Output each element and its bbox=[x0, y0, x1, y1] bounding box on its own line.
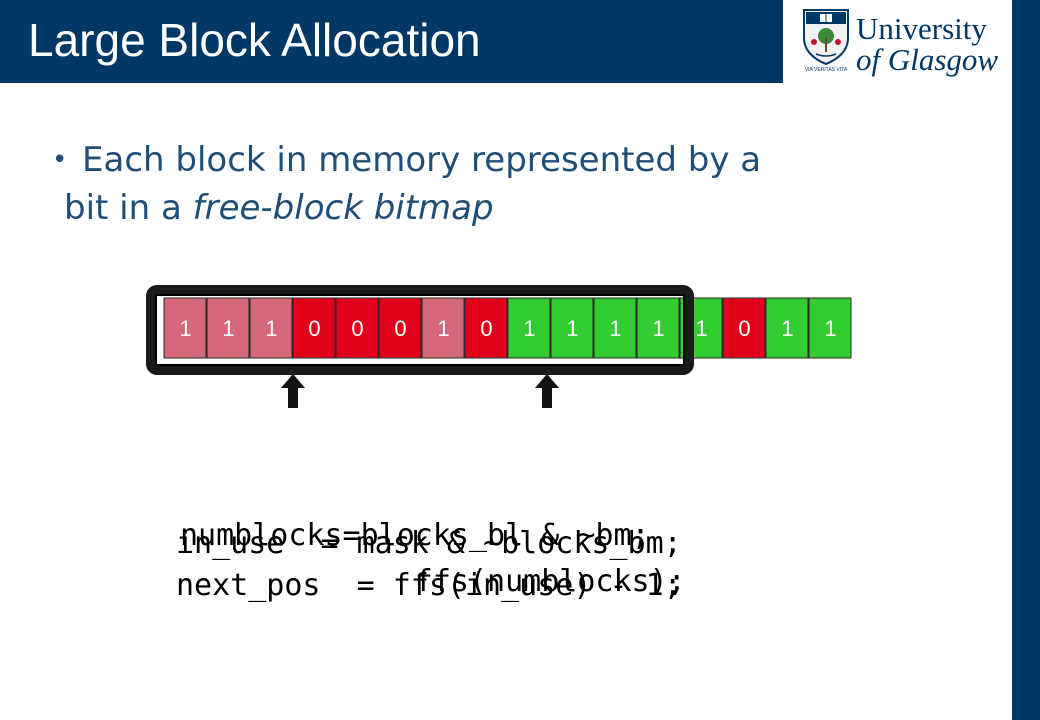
slide-title: Large Block Allocation bbox=[28, 14, 481, 66]
up-arrow-icon bbox=[281, 374, 305, 408]
bitmap-cell: 1 bbox=[808, 297, 852, 359]
mask-frame bbox=[146, 285, 694, 375]
mask-frame-inner bbox=[155, 294, 685, 366]
bullet-line2: bit in a free-block bitmap bbox=[64, 184, 494, 232]
bitmap-cell-value: 1 bbox=[824, 316, 836, 341]
code-line-in-use: in_use = mask & ~blocks_bm; bbox=[176, 526, 682, 561]
bitmap-cell-box bbox=[335, 297, 379, 359]
bitmap-cell: 1 bbox=[636, 297, 680, 359]
bitmap-cell: 1 bbox=[421, 297, 465, 359]
bitmap-cell: 1 bbox=[163, 297, 207, 359]
bitmap-cell-box bbox=[636, 297, 680, 359]
bitmap-cell-value: 0 bbox=[480, 316, 492, 341]
bitmap-cell: 0 bbox=[292, 297, 336, 359]
bitmap-cell: 0 bbox=[722, 297, 766, 359]
bitmap-cell-box bbox=[378, 297, 422, 359]
code-line-numblocks: numblocks=blocks_bl & ~bm; bbox=[180, 518, 650, 553]
up-arrow-icon bbox=[535, 374, 559, 408]
bullet-dot-icon: • bbox=[52, 145, 68, 175]
bitmap-cell-value: 1 bbox=[609, 316, 621, 341]
bitmap-cell-value: 1 bbox=[652, 316, 664, 341]
bitmap-cell: 0 bbox=[464, 297, 508, 359]
bullet-line2-emphasis: free-block bitmap bbox=[192, 188, 494, 228]
logo-line2: of Glasgow bbox=[856, 42, 999, 77]
bitmap-cell: 1 bbox=[507, 297, 551, 359]
bitmap-cell-box bbox=[593, 297, 637, 359]
bitmap-cell-value: 0 bbox=[351, 316, 363, 341]
bitmap-cell-value: 0 bbox=[738, 316, 750, 341]
bitmap-cell-value: 0 bbox=[394, 316, 406, 341]
logo-motto: VIA VERITAS VITA bbox=[804, 67, 848, 73]
bitmap-cell: 1 bbox=[550, 297, 594, 359]
logo-line1: University bbox=[856, 11, 987, 46]
bitmap-cell-box bbox=[206, 297, 250, 359]
bitmap-cell-box bbox=[421, 297, 465, 359]
bitmap-cell-box bbox=[507, 297, 551, 359]
bitmap-cell-box bbox=[550, 297, 594, 359]
right-stripe bbox=[1012, 0, 1040, 720]
bitmap-cell-box bbox=[808, 297, 852, 359]
code-line-next-pos: next_pos = ffs(in_use) - 1; bbox=[176, 568, 682, 603]
bitmap-cell: 1 bbox=[593, 297, 637, 359]
bitmap-cell-value: 0 bbox=[308, 316, 320, 341]
bitmap-cell-value: 1 bbox=[437, 316, 449, 341]
bitmap-cell-box bbox=[163, 297, 207, 359]
bitmap-cell-value: 1 bbox=[523, 316, 535, 341]
bitmap-cell-box bbox=[249, 297, 293, 359]
university-crest-icon bbox=[803, 9, 849, 66]
bitmap-cell-value: 1 bbox=[566, 316, 578, 341]
bitmap-cell-value: 1 bbox=[781, 316, 793, 341]
title-bar: Large Block Allocation bbox=[0, 0, 783, 83]
bitmap-cell-box bbox=[464, 297, 508, 359]
bitmap-cell-value: 1 bbox=[695, 316, 707, 341]
bitmap-cell-value: 1 bbox=[265, 316, 277, 341]
free-block-bitmap: 1 1 1 0 0 0 1 0 1 1 1 1 1 0 1 1 bbox=[146, 285, 852, 408]
bitmap-cell: 1 bbox=[206, 297, 250, 359]
bitmap-cell-box bbox=[292, 297, 336, 359]
bitmap-cell: 1 bbox=[765, 297, 809, 359]
bitmap-cell: 1 bbox=[249, 297, 293, 359]
code-line-ffs-numblocks: ffs(numblocks); bbox=[180, 564, 686, 599]
bitmap-cell-box bbox=[722, 297, 766, 359]
bitmap-cell-value: 1 bbox=[222, 316, 234, 341]
bitmap-cell-value: 1 bbox=[179, 316, 191, 341]
bitmap-cell-box bbox=[765, 297, 809, 359]
bitmap-cell: 0 bbox=[378, 297, 422, 359]
bullet-line2-prefix: bit in a bbox=[64, 188, 193, 228]
bitmap-cell: 0 bbox=[335, 297, 379, 359]
university-logo: University of Glasgow VIA VERITAS VITA bbox=[800, 8, 1005, 78]
bullet-line1: Each block in memory represented by a bbox=[82, 140, 762, 180]
